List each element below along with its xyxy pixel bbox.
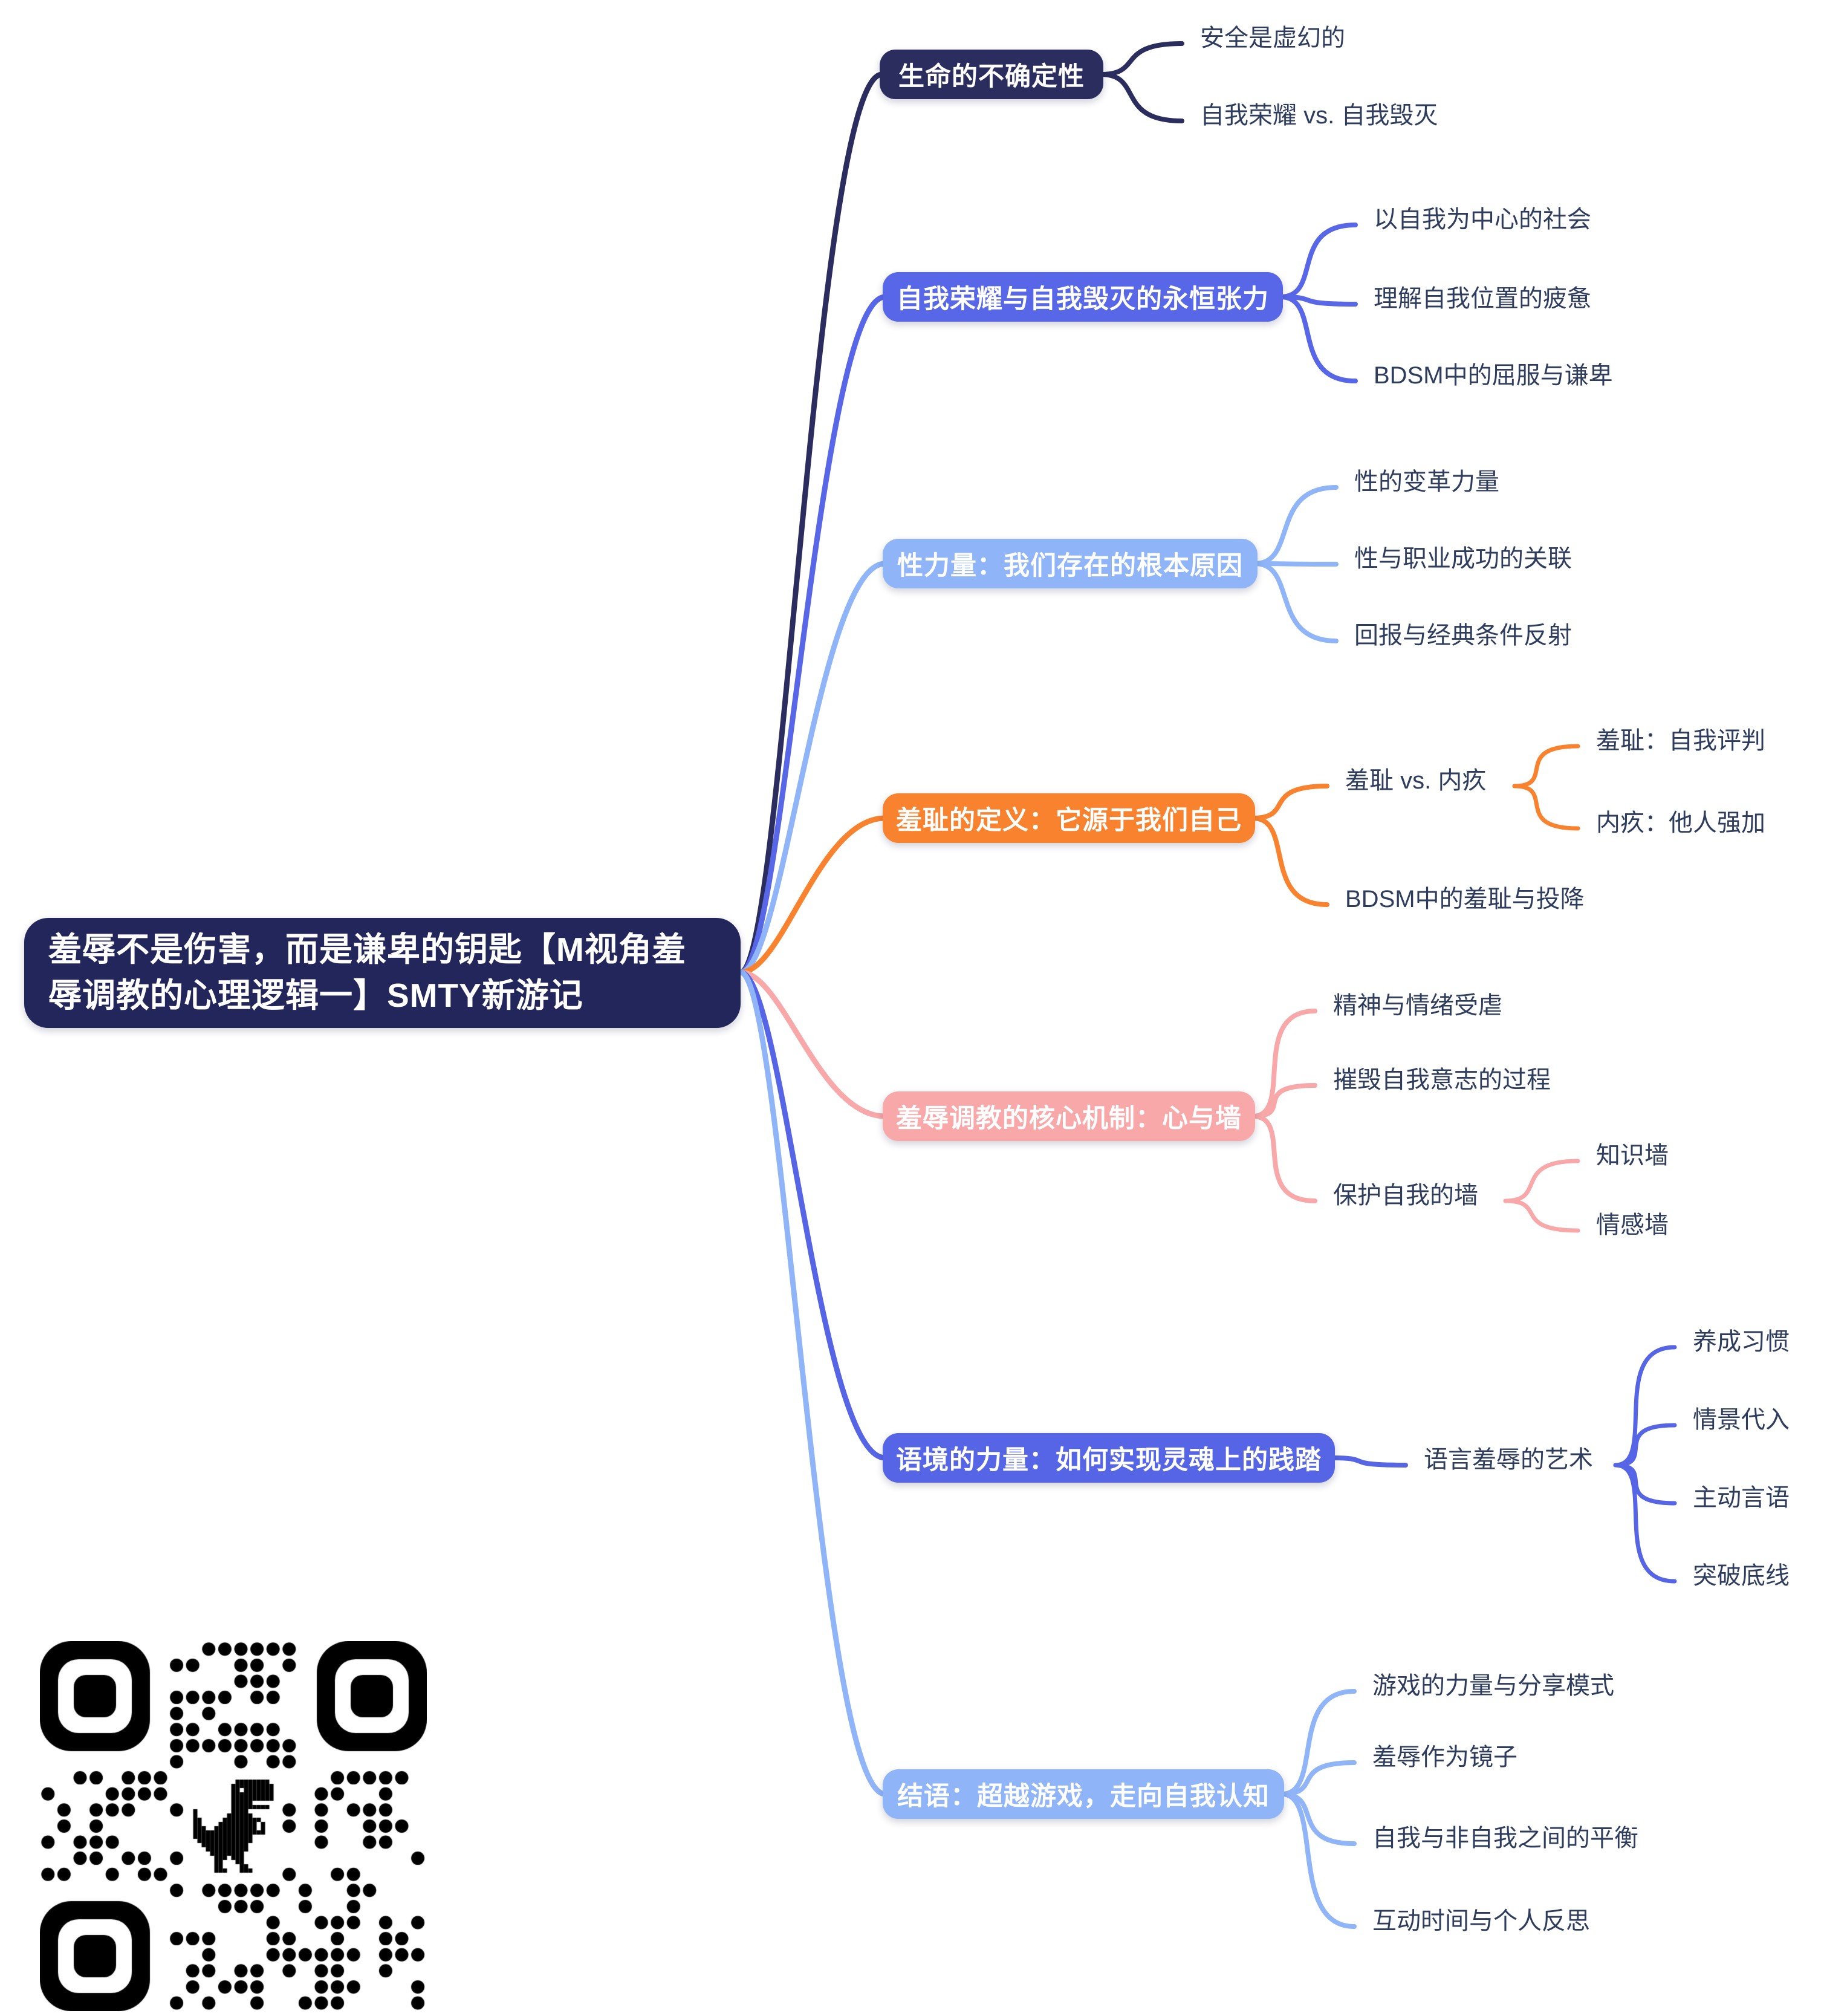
connector-curve <box>1278 294 1358 383</box>
connector-curve <box>1250 816 1329 907</box>
child-topic[interactable]: 性与职业成功的关联 <box>1354 545 1572 572</box>
subtopic[interactable]: 突破底线 <box>1693 1562 1790 1589</box>
root-node-label: 羞辱不是伤害，而是谦卑的钥匙【M视角羞辱调教的心理逻辑一】SMTY新游记 <box>48 931 686 1014</box>
subtopic[interactable]: 羞耻：自我评判 <box>1596 727 1765 754</box>
connector-curve <box>738 815 888 975</box>
branch-node-label: 羞辱调教的核心机制：心与墙 <box>896 1104 1242 1133</box>
connector-curve <box>1512 784 1580 831</box>
connector-curve <box>1099 41 1184 77</box>
connector-curve <box>738 969 888 1797</box>
connector-curve <box>1512 744 1580 789</box>
branch-node[interactable]: 性力量：我们存在的根本原因 <box>883 539 1258 588</box>
child-topic[interactable]: 游戏的力量与分享模式 <box>1372 1672 1614 1699</box>
connector-curve <box>738 969 888 1119</box>
connector-curve <box>1279 1792 1357 1929</box>
branch-node[interactable]: 自我荣耀与自我毁灭的永恒张力 <box>883 272 1283 322</box>
connector-curve <box>1503 1198 1580 1233</box>
connector-curve <box>1279 1792 1357 1846</box>
child-topic[interactable]: 自我荣耀 vs. 自我毁灭 <box>1200 102 1438 129</box>
connector-curve <box>1613 1423 1677 1468</box>
connector-curve <box>738 561 888 975</box>
connector-curve <box>1250 1083 1317 1119</box>
connector-curve <box>1330 1455 1408 1468</box>
connector-curve <box>1279 1760 1357 1797</box>
subtopic[interactable]: 养成习惯 <box>1693 1328 1790 1355</box>
child-topic[interactable]: 自我与非自我之间的平衡 <box>1372 1824 1638 1852</box>
branch-node-label: 羞耻的定义：它源于我们自己 <box>896 806 1242 835</box>
connector-curve <box>738 294 888 975</box>
child-topic[interactable]: 回报与经典条件反射 <box>1354 622 1572 649</box>
subtopic[interactable]: 主动言语 <box>1693 1484 1790 1511</box>
child-topic[interactable]: BDSM中的羞耻与投降 <box>1345 885 1585 912</box>
connector-curve <box>1250 784 1329 821</box>
child-topic[interactable]: 羞耻 vs. 内疚 <box>1345 767 1487 794</box>
subtopic[interactable]: 情景代入 <box>1693 1406 1790 1433</box>
branch-node[interactable]: 羞耻的定义：它源于我们自己 <box>883 793 1255 843</box>
branch-node-label: 自我荣耀与自我毁灭的永恒张力 <box>897 285 1269 314</box>
connector-curve <box>1279 1689 1357 1797</box>
child-topic[interactable]: BDSM中的屈服与谦卑 <box>1374 362 1613 389</box>
connector-curve <box>1613 1463 1677 1506</box>
connector-curve <box>738 969 888 1461</box>
qr-code <box>40 1641 427 2011</box>
child-topic[interactable]: 摧毁自我意志的过程 <box>1333 1066 1551 1093</box>
connector-curve <box>1503 1159 1580 1203</box>
branch-node-label: 结语：超越游戏，走向自我认知 <box>897 1782 1270 1811</box>
child-topic[interactable]: 理解自我位置的疲惫 <box>1374 285 1591 312</box>
connector-curve <box>1253 485 1339 566</box>
connector-curve <box>1613 1345 1677 1468</box>
subtopic[interactable]: 知识墙 <box>1596 1142 1669 1169</box>
branch-node[interactable]: 羞辱调教的核心机制：心与墙 <box>883 1091 1255 1141</box>
connector-curve <box>1278 223 1358 299</box>
child-topic[interactable]: 互动时间与个人反思 <box>1372 1907 1590 1934</box>
subtopic[interactable]: 内疚：他人强加 <box>1596 809 1765 836</box>
branch-node[interactable]: 语境的力量：如何实现灵魂上的践踏 <box>883 1433 1335 1483</box>
subtopic[interactable]: 情感墙 <box>1596 1211 1669 1238</box>
connector-curve <box>1253 561 1339 643</box>
connector-curve <box>1099 72 1184 123</box>
child-topic[interactable]: 安全是虚幻的 <box>1200 24 1345 51</box>
connector-curve <box>1613 1463 1677 1584</box>
root-node[interactable]: 羞辱不是伤害，而是谦卑的钥匙【M视角羞辱调教的心理逻辑一】SMTY新游记 <box>24 918 741 1028</box>
branch-node-label: 生命的不确定性 <box>898 62 1085 91</box>
branch-node[interactable]: 生命的不确定性 <box>880 50 1103 99</box>
connector-curve <box>738 71 885 975</box>
child-topic[interactable]: 羞辱作为镜子 <box>1372 1743 1517 1771</box>
child-topic[interactable]: 以自我为中心的社会 <box>1374 206 1591 233</box>
child-topic[interactable]: 保护自我的墙 <box>1333 1182 1478 1209</box>
child-topic[interactable]: 性的变革力量 <box>1354 468 1499 495</box>
branch-node-label: 语境的力量：如何实现灵魂上的践踏 <box>896 1446 1322 1475</box>
connector-curve <box>1250 1114 1317 1203</box>
connector-curve <box>1278 294 1358 307</box>
child-topic[interactable]: 语言羞辱的艺术 <box>1424 1446 1593 1473</box>
branch-node[interactable]: 结语：超越游戏，走向自我认知 <box>883 1769 1284 1819</box>
branch-node-label: 性力量：我们存在的根本原因 <box>897 551 1243 580</box>
connector-curve <box>1250 1009 1317 1119</box>
child-topic[interactable]: 精神与情绪受虐 <box>1333 992 1502 1019</box>
